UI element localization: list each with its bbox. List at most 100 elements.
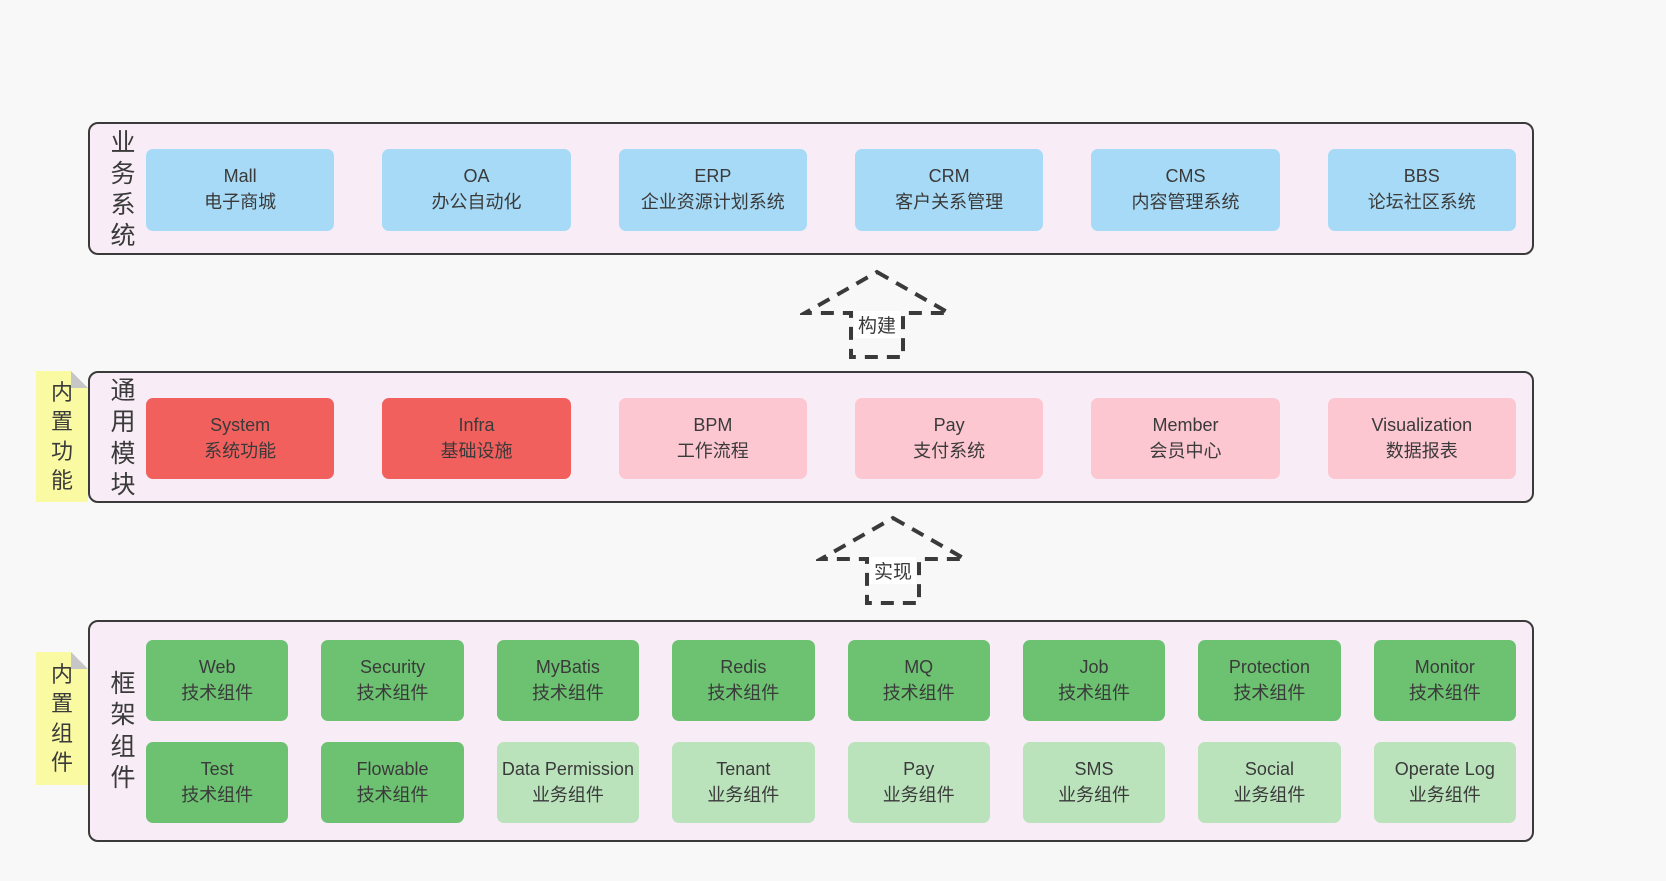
node-subtitle: 技术组件 — [181, 784, 254, 805]
dashed-up-arrow-icon — [816, 515, 970, 605]
node-subtitle: 业务组件 — [882, 784, 955, 805]
node-title: Mall — [223, 166, 257, 187]
node-title: CMS — [1165, 166, 1206, 187]
node-title: Flowable — [356, 758, 429, 779]
node-title: Operate Log — [1394, 758, 1495, 779]
component-row-2: Test 技术组件 Flowable 技术组件 Data Permission … — [146, 742, 1516, 823]
node-tenant: Tenant 业务组件 — [672, 742, 815, 823]
node-title: Pay — [933, 414, 965, 435]
layer-business-systems: 业务系统 Mall 电子商城 OA 办公自动化 ERP 企业资源计划系统 CRM… — [88, 122, 1534, 255]
node-operate-log: Operate Log 业务组件 — [1373, 742, 1516, 823]
node-data-permission: Data Permission 业务组件 — [496, 742, 640, 823]
node-pay-system: Pay 支付系统 — [854, 398, 1044, 479]
node-subtitle: 业务组件 — [1058, 784, 1131, 805]
node-social: Social 业务组件 — [1198, 742, 1341, 823]
node-subtitle: 基础设施 — [440, 440, 513, 461]
arrow-implement-label: 实现 — [869, 557, 917, 584]
node-title: BBS — [1403, 166, 1440, 187]
node-subtitle: 工作流程 — [676, 440, 749, 461]
node-title: Tenant — [716, 758, 771, 779]
node-erp: ERP 企业资源计划系统 — [618, 149, 807, 231]
node-sms: SMS 业务组件 — [1022, 742, 1166, 823]
node-bpm: BPM 工作流程 — [618, 398, 807, 479]
business-boxes: Mall 电子商城 OA 办公自动化 ERP 企业资源计划系统 CRM 客户关系… — [146, 149, 1516, 231]
node-crm: CRM 客户关系管理 — [854, 149, 1044, 231]
node-title: BPM — [693, 414, 733, 435]
node-title: MyBatis — [535, 656, 600, 677]
node-visualization: Visualization 数据报表 — [1327, 398, 1516, 479]
node-protection: Protection 技术组件 — [1198, 640, 1341, 721]
node-title: Protection — [1228, 656, 1310, 677]
layer-framework-components: 框架组件 Web 技术组件 Security 技术组件 MyBatis 技术组件… — [88, 620, 1534, 842]
arrow-build: 构建 — [800, 267, 954, 361]
node-subtitle: 业务组件 — [707, 784, 780, 805]
layer-business-label: 业务系统 — [110, 128, 136, 251]
node-title: CRM — [928, 166, 970, 187]
node-title: Social — [1244, 758, 1294, 779]
node-subtitle: 客户关系管理 — [895, 192, 1004, 212]
component-row-1: Web 技术组件 Security 技术组件 MyBatis 技术组件 Redi… — [146, 640, 1516, 721]
node-title: Redis — [720, 656, 767, 677]
arrow-implement: 实现 — [816, 513, 970, 607]
sticky-note-builtin-components: 内置组件 — [36, 652, 88, 785]
node-title: Infra — [458, 414, 495, 435]
node-web: Web 技术组件 — [146, 640, 289, 721]
node-member: Member 会员中心 — [1091, 398, 1280, 479]
node-subtitle: 企业资源计划系统 — [640, 192, 785, 212]
node-monitor: Monitor 技术组件 — [1373, 640, 1516, 721]
node-mybatis: MyBatis 技术组件 — [496, 640, 640, 721]
node-infra: Infra 基础设施 — [382, 398, 571, 479]
node-subtitle: 系统功能 — [204, 440, 277, 461]
node-title: OA — [463, 166, 490, 187]
node-mall: Mall 电子商城 — [146, 149, 335, 231]
node-title: Web — [198, 656, 236, 677]
node-bbs: BBS 论坛社区系统 — [1327, 149, 1516, 231]
component-boxes: Web 技术组件 Security 技术组件 MyBatis 技术组件 Redi… — [146, 640, 1516, 823]
node-subtitle: 技术组件 — [882, 682, 955, 703]
module-boxes: System 系统功能 Infra 基础设施 BPM 工作流程 Pay 支付系统… — [146, 398, 1516, 479]
node-redis: Redis 技术组件 — [672, 640, 815, 721]
node-title: Security — [360, 656, 426, 677]
node-cms: CMS 内容管理系统 — [1091, 149, 1280, 231]
node-subtitle: 技术组件 — [1058, 682, 1131, 703]
arrow-build-label: 构建 — [853, 311, 901, 338]
node-subtitle: 技术组件 — [531, 682, 604, 703]
node-subtitle: 电子商城 — [204, 192, 277, 212]
node-title: Test — [200, 758, 234, 779]
node-test: Test 技术组件 — [146, 742, 289, 823]
node-subtitle: 技术组件 — [1233, 682, 1306, 703]
node-title: Job — [1079, 656, 1109, 677]
layer-components-label: 框架组件 — [110, 670, 136, 792]
node-pay-biz: Pay 业务组件 — [847, 742, 990, 823]
node-flowable: Flowable 技术组件 — [321, 742, 464, 823]
node-subtitle: 技术组件 — [181, 682, 254, 703]
node-title: MQ — [904, 656, 934, 677]
node-subtitle: 技术组件 — [356, 682, 429, 703]
node-subtitle: 业务组件 — [1408, 784, 1481, 805]
node-title: System — [210, 414, 271, 435]
node-mq: MQ 技术组件 — [847, 640, 990, 721]
node-subtitle: 办公自动化 — [431, 192, 522, 212]
node-subtitle: 会员中心 — [1149, 440, 1222, 461]
node-title: Pay — [903, 758, 935, 779]
layer-modules-label: 通用模块 — [110, 377, 136, 499]
node-job: Job 技术组件 — [1022, 640, 1166, 721]
node-title: SMS — [1074, 758, 1114, 779]
node-subtitle: 技术组件 — [707, 682, 780, 703]
layer-common-modules: 通用模块 System 系统功能 Infra 基础设施 BPM 工作流程 Pay… — [88, 371, 1534, 503]
node-system: System 系统功能 — [146, 398, 335, 479]
node-subtitle: 业务组件 — [1233, 784, 1306, 805]
node-subtitle: 技术组件 — [1408, 682, 1481, 703]
node-title: Data Permission — [501, 758, 634, 779]
node-title: Monitor — [1414, 656, 1475, 677]
node-security: Security 技术组件 — [321, 640, 464, 721]
node-subtitle: 数据报表 — [1385, 440, 1458, 461]
node-subtitle: 论坛社区系统 — [1367, 192, 1476, 212]
node-title: ERP — [694, 166, 732, 187]
node-subtitle: 内容管理系统 — [1131, 192, 1240, 212]
node-subtitle: 支付系统 — [913, 440, 986, 461]
node-oa: OA 办公自动化 — [382, 149, 571, 231]
node-subtitle: 业务组件 — [531, 784, 604, 805]
sticky-note-builtin-functions: 内置功能 — [36, 371, 88, 502]
